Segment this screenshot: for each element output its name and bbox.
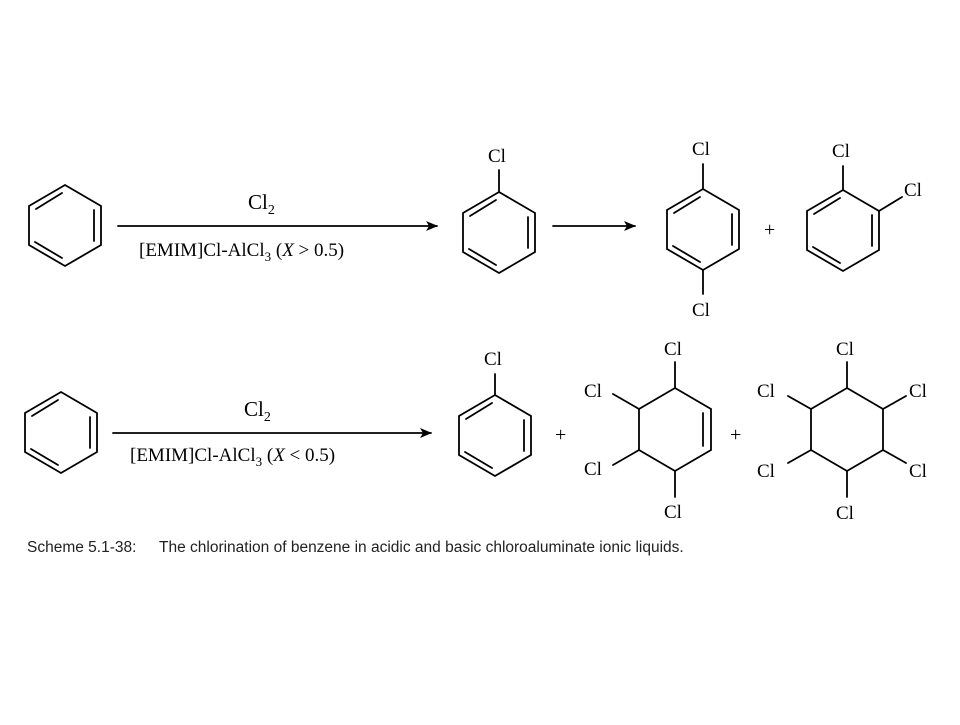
plus-sign: + [730, 424, 741, 446]
chlorine-label: Cl [584, 459, 602, 480]
caption-label: Scheme 5.1-38: [27, 539, 137, 556]
chlorine-label: Cl [836, 339, 854, 360]
plus-sign: + [555, 424, 566, 446]
benzene-molecule [28, 183, 102, 268]
o-dichlorobenzene-molecule [806, 165, 903, 273]
chlorine-label: Cl [904, 180, 922, 201]
chlorine-label: Cl [692, 139, 710, 160]
caption-text: The chlorination of benzene in acidic an… [159, 539, 684, 556]
scheme-caption: Scheme 5.1-38: The chlorination of benzen… [27, 539, 684, 557]
tetrachlorocyclohexene-molecule [612, 361, 712, 498]
chlorine-label: Cl [832, 141, 850, 162]
reagent-label: Cl2 [248, 190, 275, 218]
chlorine-label: Cl [757, 381, 775, 402]
chlorine-label: Cl [909, 381, 927, 402]
chlorine-label: Cl [488, 146, 506, 167]
benzene-molecule [24, 390, 98, 475]
chlorobenzene-molecule [458, 373, 532, 478]
hexachlorocyclohexane-molecule [787, 361, 907, 498]
chlorine-label: Cl [757, 461, 775, 482]
chlorine-label: Cl [664, 502, 682, 523]
p-dichlorobenzene-molecule [666, 163, 740, 295]
chlorine-label: Cl [909, 461, 927, 482]
reagent-label: Cl2 [244, 397, 271, 425]
chlorine-label: Cl [836, 503, 854, 524]
condition-label: [EMIM]Cl-AlCl3 (X > 0.5) [139, 240, 344, 264]
chlorine-label: Cl [484, 349, 502, 370]
condition-label: [EMIM]Cl-AlCl3 (X < 0.5) [130, 445, 335, 469]
plus-sign: + [764, 219, 775, 241]
chlorine-label: Cl [584, 381, 602, 402]
chlorine-label: Cl [664, 339, 682, 360]
chlorobenzene-molecule [462, 169, 536, 275]
chlorine-label: Cl [692, 300, 710, 321]
